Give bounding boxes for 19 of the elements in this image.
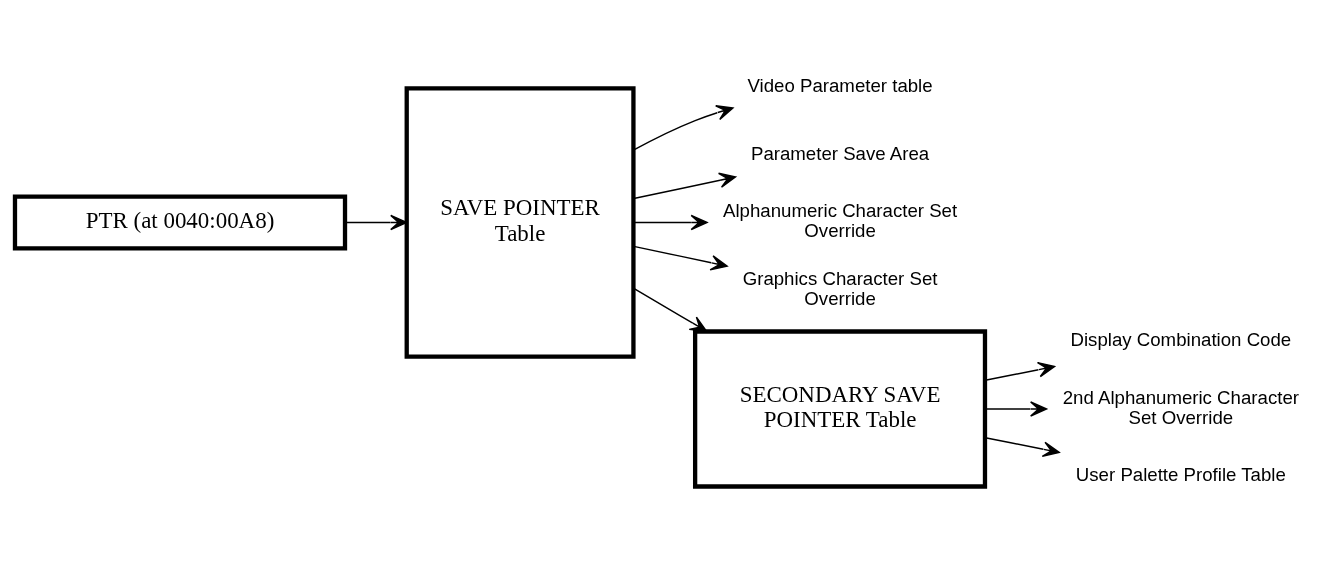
- arrow: [984, 436, 1060, 458]
- arrow: [633, 105, 734, 151]
- node-text: Display Combination Code: [1070, 329, 1292, 351]
- node-text: Parameter Save Area: [750, 142, 930, 164]
- arrow: [984, 361, 1056, 381]
- arrow: [633, 172, 737, 200]
- arrow: [344, 214, 408, 231]
- node-text: 2nd Alphanumeric Character Set Override: [1062, 386, 1299, 428]
- arrow: [633, 214, 708, 231]
- arrow: [633, 245, 728, 271]
- node-text: Video Parameter table: [747, 75, 933, 97]
- node-text: Graphics Character Set Override: [742, 267, 938, 309]
- node-text: User Palette Profile Table: [1075, 464, 1286, 486]
- arrow: [633, 287, 708, 332]
- node-box: SAVE POINTER Table: [404, 86, 636, 359]
- node-box: PTR (at 0040:00A8): [12, 194, 348, 251]
- arrow: [984, 401, 1048, 417]
- node-text: Alphanumeric Character Set Override: [722, 200, 958, 242]
- node-box: SECONDARY SAVE POINTER Table: [693, 329, 988, 489]
